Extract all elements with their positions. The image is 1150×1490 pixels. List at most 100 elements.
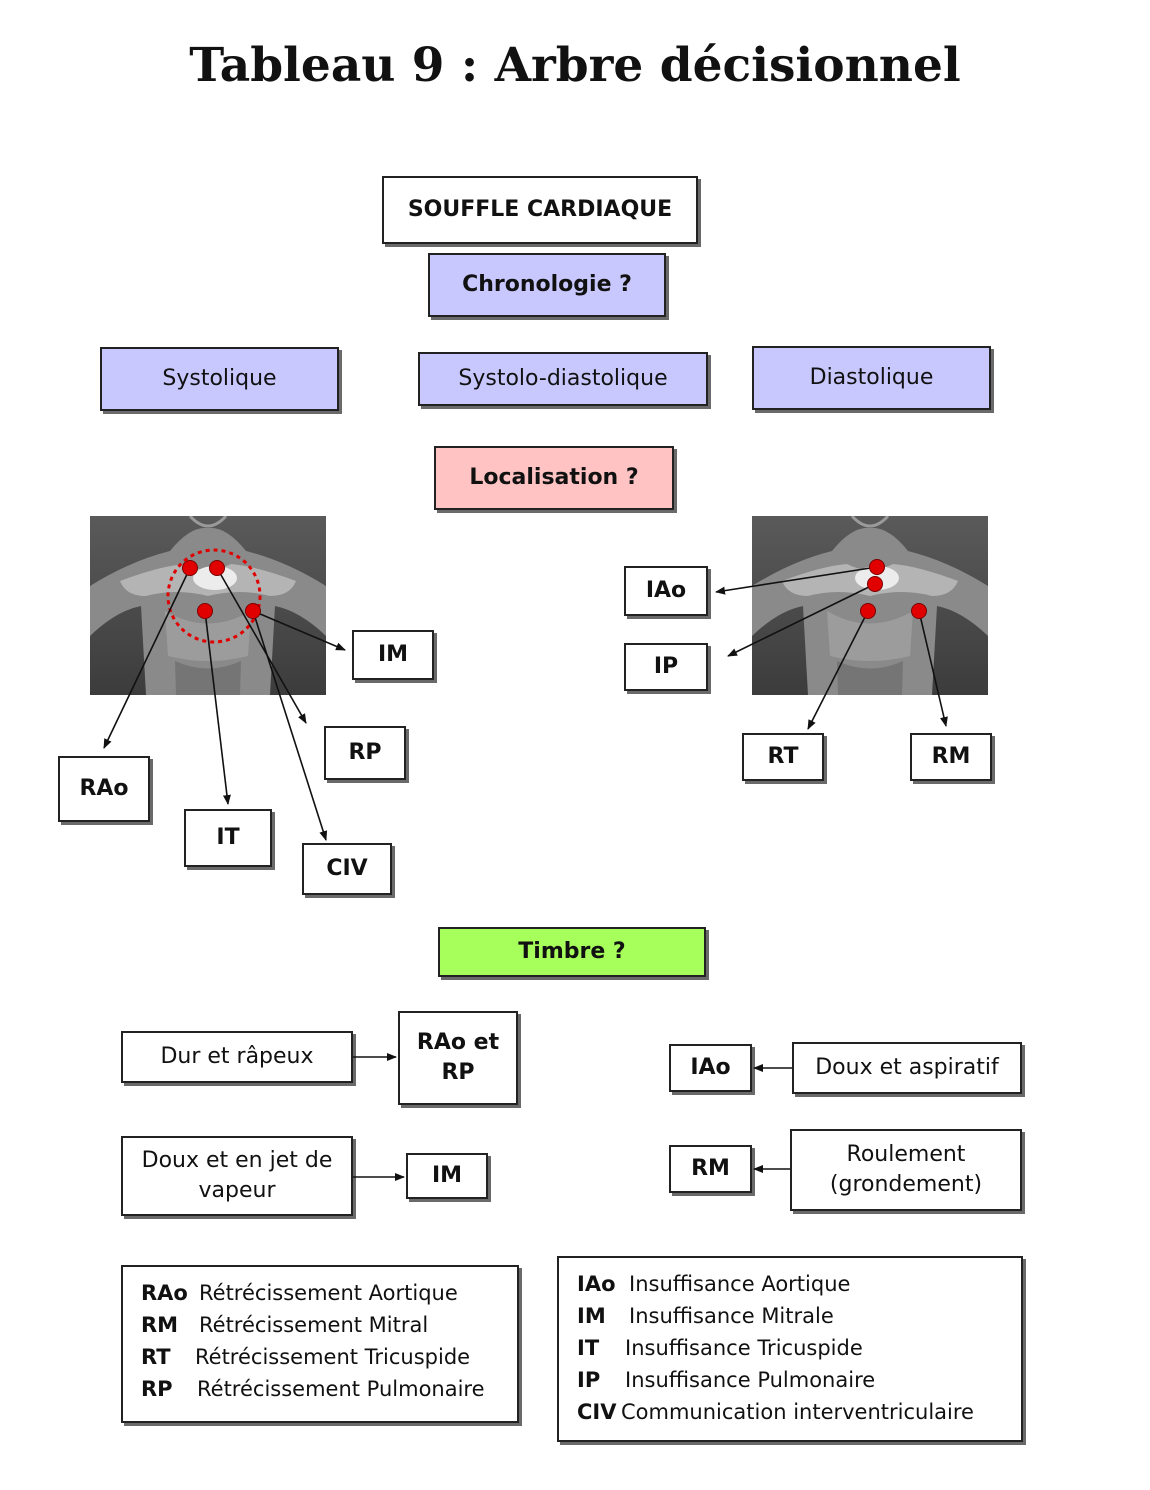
legend-text: Insuffisance Mitrale <box>629 1304 834 1328</box>
arrow-to-rp <box>216 567 307 724</box>
legend-text: Insuffisance Aortique <box>629 1272 851 1296</box>
result-rao-rp: RAo et RP <box>398 1011 518 1105</box>
arrow-to-im <box>252 610 346 651</box>
legend-abbr: IT <box>577 1336 600 1360</box>
legend-text: Rétrécissement Aortique <box>199 1281 458 1305</box>
location-rao: RAo <box>58 756 150 822</box>
location-rp: RP <box>324 726 406 780</box>
legend-text: Rétrécissement Pulmonaire <box>197 1377 485 1401</box>
legend-abbr: IP <box>577 1368 601 1392</box>
location-civ-label: CIV <box>326 856 368 882</box>
auscultation-dot <box>867 576 883 592</box>
location-ip-label: IP <box>653 654 679 680</box>
node-systolique-label: Systolique <box>162 366 277 392</box>
node-systolo-diastolique-label: Systolo-diastolique <box>458 366 668 392</box>
node-localisation: Localisation ? <box>434 446 674 510</box>
timbre-doux-aspiratif-label: Doux et aspiratif <box>815 1055 999 1081</box>
location-rm-label: RM <box>931 744 971 770</box>
arrow-to-civ <box>252 610 328 841</box>
location-iao-label: IAo <box>645 578 687 604</box>
legend-text: Insuffisance Pulmonaire <box>625 1368 876 1392</box>
auscultation-dot <box>245 603 261 619</box>
legend-abbr: RP <box>141 1377 173 1401</box>
legend-row: RM Rétrécissement Mitral <box>141 1309 517 1341</box>
node-localisation-label: Localisation ? <box>469 465 639 491</box>
location-it-label: IT <box>216 825 240 851</box>
auscultation-dot <box>182 560 198 576</box>
legend-row: IM Insuffisance Mitrale <box>577 1300 1021 1332</box>
timbre-roulement: Roulement (grondement) <box>790 1129 1022 1211</box>
location-rm: RM <box>910 733 992 781</box>
node-souffle-cardiaque: SOUFFLE CARDIAQUE <box>382 176 698 244</box>
result-rm: RM <box>669 1145 752 1193</box>
auscultation-dot <box>869 559 885 575</box>
node-chronologie-label: Chronologie ? <box>462 272 632 298</box>
result-iao-label: IAo <box>690 1055 731 1081</box>
legend-abbr: CIV <box>577 1400 617 1424</box>
page-title: Tableau 9 : Arbre décisionnel <box>189 38 961 93</box>
location-rt-label: RT <box>767 744 799 770</box>
location-rao-label: RAo <box>79 776 129 802</box>
node-chronologie: Chronologie ? <box>428 253 666 317</box>
node-systolique: Systolique <box>100 347 339 411</box>
result-rao-rp-line2: RP <box>441 1060 475 1085</box>
timbre-roulement-line1: Roulement <box>846 1142 966 1168</box>
location-ip: IP <box>624 643 708 691</box>
timbre-roulement-line2: (grondement) <box>829 1172 983 1197</box>
legend-abbr: IAo <box>577 1272 616 1296</box>
node-timbre-label: Timbre ? <box>518 939 626 965</box>
result-rm-label: RM <box>691 1156 730 1182</box>
legend-row: RP Rétrécissement Pulmonaire <box>141 1373 517 1405</box>
arrow-to-it <box>204 610 231 805</box>
legend-abbr: RAo <box>141 1281 188 1305</box>
legend-text: Rétrécissement Mitral <box>199 1313 429 1337</box>
legend-retrecissement: RAo Rétrécissement Aortique RM Rétrécissem… <box>121 1265 519 1423</box>
location-rt: RT <box>742 733 824 781</box>
result-iao: IAo <box>669 1044 752 1092</box>
legend-text: Insuffisance Tricuspide <box>625 1336 863 1360</box>
node-timbre: Timbre ? <box>438 927 706 977</box>
location-it: IT <box>184 809 272 867</box>
timbre-doux-jet-line2: vapeur <box>198 1178 276 1203</box>
location-iao: IAo <box>624 566 708 616</box>
timbre-doux-aspiratif: Doux et aspiratif <box>792 1042 1022 1094</box>
auscultation-zone-circle <box>166 548 262 644</box>
legend-text: Communication interventriculaire <box>621 1400 974 1424</box>
arrow-to-rao <box>103 567 191 749</box>
node-diastolique-label: Diastolique <box>809 365 934 391</box>
auscultation-dot <box>209 560 225 576</box>
timbre-doux-jet-line1: Doux et en jet de <box>141 1148 333 1174</box>
location-im-label: IM <box>377 642 409 668</box>
timbre-dur-rapeux-label: Dur et râpeux <box>160 1044 314 1070</box>
legend-text: Rétrécissement Tricuspide <box>195 1345 471 1369</box>
node-diastolique: Diastolique <box>752 346 991 410</box>
result-im-label: IM <box>431 1163 463 1189</box>
node-systolo-diastolique: Systolo-diastolique <box>418 352 708 406</box>
arrow-to-rt <box>807 610 869 730</box>
legend-row: IT Insuffisance Tricuspide <box>577 1332 1021 1364</box>
auscultation-dot <box>911 603 927 619</box>
legend-abbr: RT <box>141 1345 171 1369</box>
location-civ: CIV <box>302 843 392 895</box>
result-rao-rp-line1: RAo et <box>416 1030 500 1056</box>
arrow-to-iao <box>715 566 878 595</box>
arrow-to-ip <box>727 583 876 657</box>
node-souffle-label: SOUFFLE CARDIAQUE <box>407 197 673 223</box>
arrow-to-rm <box>918 610 948 727</box>
legend-row: IAo Insuffisance Aortique <box>577 1268 1021 1300</box>
timbre-doux-jet-vapeur: Doux et en jet de vapeur <box>121 1136 353 1216</box>
location-rp-label: RP <box>348 740 382 766</box>
legend-abbr: IM <box>577 1304 606 1328</box>
auscultation-dot <box>197 603 213 619</box>
legend-abbr: RM <box>141 1313 179 1337</box>
timbre-dur-rapeux: Dur et râpeux <box>121 1031 353 1083</box>
legend-row: IP Insuffisance Pulmonaire <box>577 1364 1021 1396</box>
legend-row: RT Rétrécissement Tricuspide <box>141 1341 517 1373</box>
result-im: IM <box>406 1153 488 1199</box>
legend-insuffisance: IAo Insuffisance Aortique IM Insuffisance … <box>557 1256 1023 1442</box>
location-im: IM <box>352 630 434 680</box>
auscultation-dot <box>860 603 876 619</box>
legend-row: RAo Rétrécissement Aortique <box>141 1277 517 1309</box>
